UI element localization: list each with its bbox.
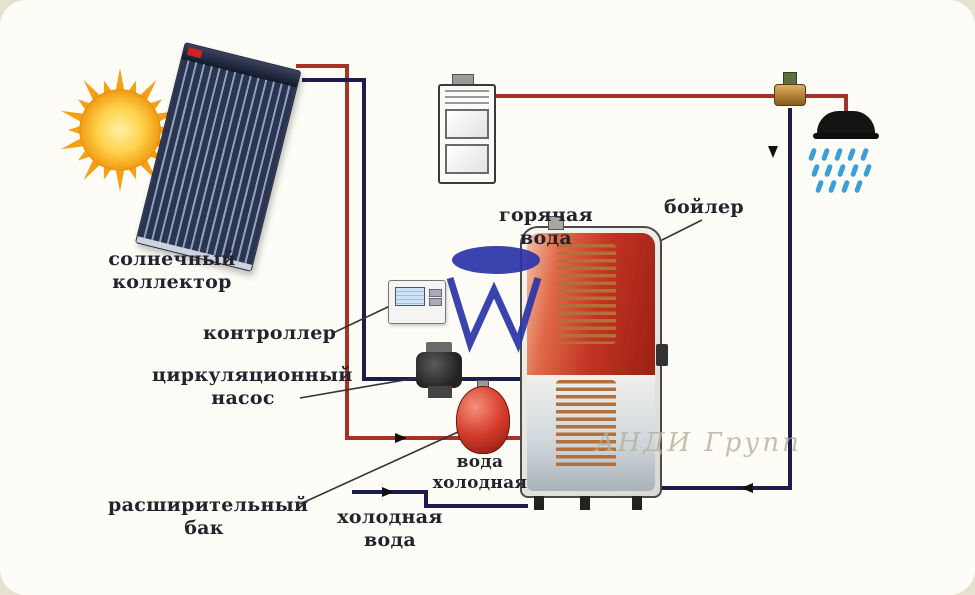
expansion-tank-device [456, 386, 510, 454]
flow-arrow-right-cold [382, 487, 394, 497]
label-circulation-pump: циркуляционный насос [152, 364, 353, 410]
label-solar-collector-line1: солнечный [108, 248, 236, 270]
label-expansion-tank-line1: расширительный [108, 494, 309, 516]
flow-arrow-right-hot [395, 433, 407, 443]
furnace-vent-line [445, 90, 489, 92]
label-cold-inlet-line2: холодная [432, 472, 528, 493]
label-circulation-pump-line1: циркуляционный [152, 364, 353, 386]
controller-button [429, 289, 442, 297]
watermark-logo [446, 246, 542, 353]
boiler-side-flange [656, 344, 668, 366]
controller-device [388, 280, 446, 324]
water-drop [820, 147, 831, 162]
flow-arrow-left-cold [741, 483, 753, 493]
furnace-vent-line [445, 102, 489, 104]
leader-pump [299, 377, 417, 399]
sun-ray [68, 125, 83, 135]
leader-expansion-tank [299, 431, 459, 505]
water-drop [859, 147, 870, 162]
furnace-lower-door [445, 144, 489, 174]
label-expansion-tank-line2: бак [184, 517, 224, 540]
sun-ray [115, 68, 125, 93]
watermark-logo-w [446, 276, 542, 353]
cold-pipe-main-inlet [352, 490, 528, 508]
boiler-lower-heat-coil [556, 380, 616, 470]
sun-illustration [61, 68, 179, 192]
label-solar-collector: солнечный коллектор [88, 248, 256, 294]
water-drop [807, 147, 818, 162]
sun-ray [61, 110, 86, 123]
shower-water-spray [807, 147, 890, 198]
watermark-company-text: АНДИ Групп [595, 428, 802, 458]
furnace-vent-line [445, 96, 489, 98]
water-drop [840, 179, 851, 194]
boiler-hot-outlet-fitting [548, 216, 564, 230]
pump-body [416, 352, 462, 388]
controller-display [395, 287, 425, 306]
sun-ray [115, 167, 125, 192]
water-drop [862, 163, 873, 178]
label-controller: контроллер [203, 322, 337, 344]
furnace-upper-door [445, 109, 489, 139]
water-drop [846, 147, 857, 162]
leader-controller [332, 305, 391, 334]
watermark-logo-cap [452, 246, 540, 274]
mixing-valve [774, 72, 806, 112]
label-cold-inlet-line1: вода [456, 452, 504, 472]
furnace-unit [438, 84, 496, 184]
leader-boiler [657, 219, 703, 243]
hot-pipe-collector-to-boiler [296, 64, 523, 440]
label-solar-collector-line2: коллектор [112, 271, 232, 294]
water-drop [827, 179, 838, 194]
boiler-upper-heat-coil [558, 244, 616, 344]
water-drop [833, 147, 844, 162]
boiler-tank [520, 216, 668, 510]
label-hot-water: горячая вода [499, 204, 593, 250]
label-expansion-tank: расширительный бак [108, 494, 309, 540]
boiler-leg [534, 496, 544, 510]
flow-arrow-down-cold [768, 146, 778, 158]
water-drop [814, 179, 825, 194]
hot-pipe-valve-to-shower [800, 94, 848, 114]
label-circulation-pump-line2: насос [211, 387, 275, 410]
shower-head [817, 111, 875, 137]
water-drop [823, 163, 834, 178]
sun-ray [61, 137, 86, 150]
shower-head-rim [813, 133, 879, 139]
label-boiler: бойлер [663, 196, 744, 218]
cold-pipe-right-feed [656, 108, 792, 490]
boiler-leg [580, 496, 590, 510]
circulation-pump-device [416, 342, 462, 398]
water-drop [849, 163, 860, 178]
pump-motor-cap [426, 342, 452, 354]
valve-body [774, 84, 806, 106]
water-drop [853, 179, 864, 194]
label-cold-water: холодная вода [337, 506, 443, 552]
boiler-leg [632, 496, 642, 510]
sun-core [79, 89, 161, 171]
water-drop [836, 163, 847, 178]
controller-button [429, 298, 442, 306]
pump-base [428, 386, 452, 398]
water-drop [810, 163, 821, 178]
label-cold-inlet: вода холодная [430, 452, 530, 493]
